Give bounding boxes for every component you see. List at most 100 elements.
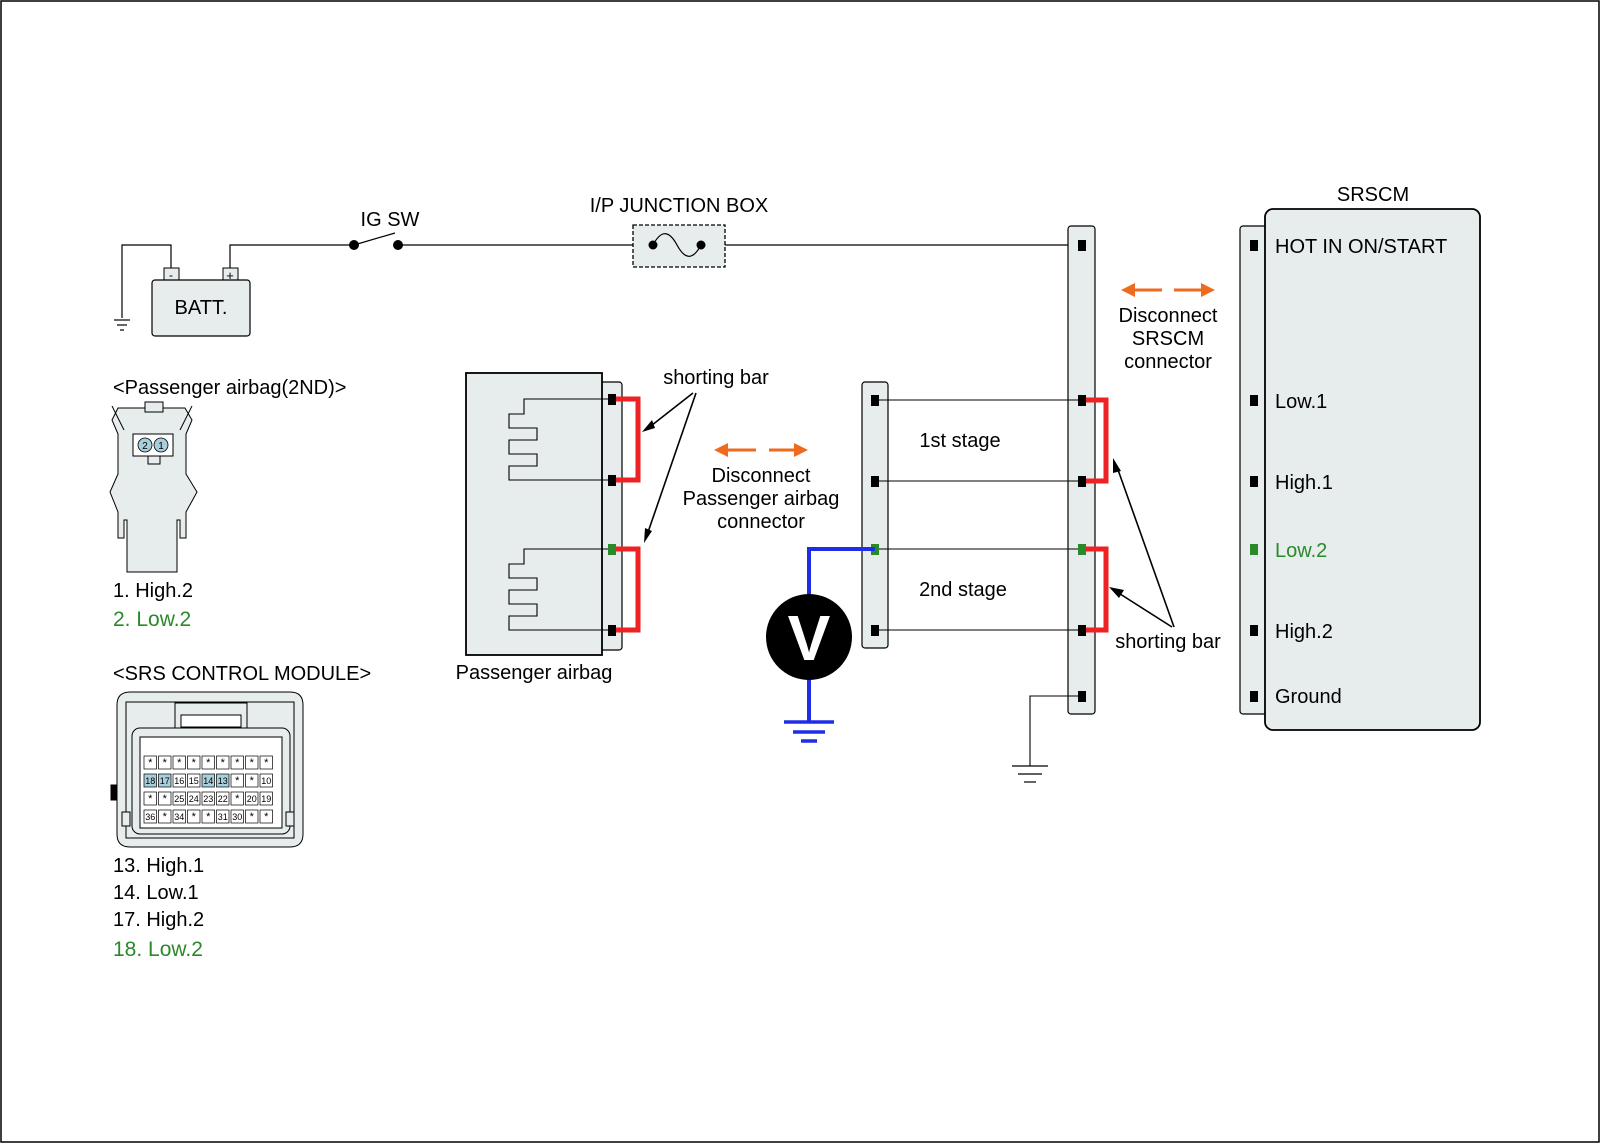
srs-module-pin-number: *	[250, 757, 255, 769]
srs-module-pin-number: 25	[174, 794, 184, 804]
srs-module-pin-cell	[259, 755, 273, 770]
harness-ground-symbol	[1012, 765, 1048, 783]
srs-module-pin-number: 22	[218, 794, 228, 804]
harness-pin-high2-left	[871, 625, 879, 636]
srs-module-pin-cell	[158, 809, 172, 824]
srs-module-pin-cell	[158, 791, 172, 806]
harness-pin-ground-right	[1078, 691, 1086, 702]
voltmeter-probe-wire	[807, 547, 875, 597]
srs-module-pin-cell	[216, 809, 230, 824]
srs-module-pin-cell	[230, 791, 244, 806]
harness-pin-low1-left	[871, 395, 879, 406]
airbag-disconnect-line1: Disconnect	[712, 465, 811, 487]
srs-module-pin-text: 13. High.1	[113, 855, 204, 877]
srs-module-pin-cell	[172, 791, 186, 806]
second-stage-label: 2nd stage	[919, 579, 1007, 601]
srs-module-pin-number: *	[235, 757, 240, 769]
srscm-pin-label: High.1	[1275, 472, 1333, 494]
srs-module-pin-cell	[158, 755, 172, 770]
srs-module-pin-number: 17	[160, 776, 170, 786]
srs-module-pin-number: *	[264, 811, 269, 823]
srs-module-pin-cell	[230, 773, 244, 788]
passenger-connector-pin	[153, 437, 169, 453]
srscm-shorting-bar-label: shorting bar	[1115, 631, 1221, 653]
srs-module-pin-cell	[245, 755, 259, 770]
passenger-airbag: Passenger airbag	[456, 372, 641, 684]
srscm-module-body	[1264, 208, 1481, 731]
battery-positive-wire	[229, 244, 354, 268]
arrowhead	[642, 420, 655, 432]
passenger-connector-title: <Passenger airbag(2ND)>	[113, 377, 346, 399]
srs-module-pin-number: *	[206, 811, 211, 823]
srs-module-pin-number: *	[148, 757, 153, 769]
srscm-disconnect-line3: connector	[1124, 351, 1212, 373]
battery-ground-wire	[121, 244, 172, 318]
srs-module-pin-cell	[230, 809, 244, 824]
airbag-shorting-bar-1	[612, 396, 641, 483]
battery-ground-symbol	[114, 319, 130, 331]
arrowhead	[644, 528, 652, 543]
srs-module-pin-text: 18. Low.2	[113, 938, 203, 961]
battery-pos-sign: +	[226, 268, 234, 283]
srs-module-pin-number: *	[235, 793, 240, 805]
srscm-shorting-bar-2	[1082, 546, 1109, 633]
airbag-shorting-bar-2	[612, 546, 641, 633]
srscm-pin-low2	[1250, 544, 1258, 555]
first-stage-label: 1st stage	[919, 430, 1000, 452]
srs-module-pin-text: 17. High.2	[113, 909, 204, 931]
srscm-title: SRSCM	[1337, 184, 1409, 206]
srs-module-pin-cell	[230, 755, 244, 770]
srs-module-pin-cell	[143, 791, 157, 806]
battery-neg-sign: -	[169, 268, 173, 282]
battery-body	[151, 279, 251, 337]
junction-box	[632, 224, 726, 268]
srs-module-pin-number: 19	[261, 794, 271, 804]
srs-module-pin-number: 16	[174, 776, 184, 786]
srs-module-pin-cell	[172, 773, 186, 788]
srs-module-pin-number: 23	[203, 794, 213, 804]
srscm-disconnect-line1: Disconnect	[1119, 305, 1218, 327]
srs-module-pin-cell	[259, 791, 273, 806]
srs-module-pin-number: 20	[247, 794, 257, 804]
srs-module-connector-title: <SRS CONTROL MODULE>	[113, 663, 371, 685]
power-circuit	[121, 232, 1082, 318]
harness-pin-high2-right	[1078, 625, 1086, 636]
srs-module-pin-cell	[187, 791, 201, 806]
srs-module-pin-number: *	[192, 811, 197, 823]
airbag-connector-strip	[599, 381, 623, 651]
srs-module-pin-cell	[143, 809, 157, 824]
srs-module-pin-cell	[187, 809, 201, 824]
airbag-body	[465, 372, 603, 656]
srs-module-pin-cell	[245, 791, 259, 806]
srs-module-pin-number: *	[163, 793, 168, 805]
srs-module-pin-cell	[201, 809, 215, 824]
harness-pin-high1-right	[1078, 476, 1086, 487]
srs-module-pin-number: *	[177, 757, 182, 769]
srs-module-pin-cell	[216, 791, 230, 806]
airbag-pin-2	[608, 475, 616, 486]
srs-module-pin-cell	[172, 755, 186, 770]
passenger-connector-pin-number: 1	[158, 441, 164, 452]
passenger-connector-pin	[137, 437, 153, 453]
harness-pin-low1-right	[1078, 395, 1086, 406]
srscm-pin-label: Ground	[1275, 686, 1342, 708]
srs-module-pin-number: 14	[203, 776, 213, 786]
passenger-connector-pin-text: 1. High.2	[113, 580, 193, 602]
srscm-pin-label: Low.2	[1275, 540, 1327, 562]
srs-module-pin-number: *	[163, 811, 168, 823]
harness-pin-low2-right	[1078, 544, 1086, 555]
srscm-pin-high2	[1250, 625, 1258, 636]
srs-module-pin-number: 30	[232, 812, 242, 822]
squib-2-element	[508, 548, 612, 631]
srs-module-pin-number: 24	[189, 794, 199, 804]
srs-module-pin-text: 14. Low.1	[113, 882, 199, 904]
srs-module-pin-number: *	[206, 757, 211, 769]
srscm-pin-low1	[1250, 395, 1258, 406]
srs-module-pin-number: *	[235, 775, 240, 787]
airbag-disconnect-line3: connector	[717, 511, 805, 533]
srscm-pin-label: HOT IN ON/START	[1275, 236, 1447, 258]
srscm-disconnect-arrows	[1121, 283, 1215, 297]
srs-module-pin-cell	[143, 755, 157, 770]
